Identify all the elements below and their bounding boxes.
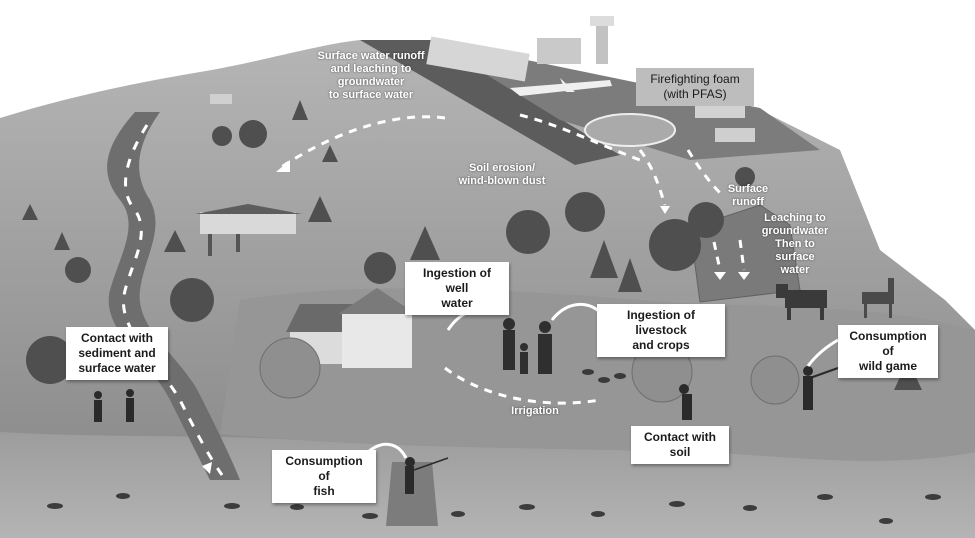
label-line: and crops bbox=[604, 338, 718, 353]
label-line: Then to bbox=[756, 238, 834, 251]
label-contact-sediment: Contact with sediment and surface water bbox=[66, 327, 168, 380]
terminal-building bbox=[537, 38, 581, 64]
label-line: surface bbox=[756, 251, 834, 264]
tower-cab bbox=[590, 16, 614, 26]
foam-pad bbox=[585, 114, 675, 146]
label-line: Soil erosion/ bbox=[452, 162, 552, 175]
label-line: groundwater bbox=[756, 225, 834, 238]
label-line: fish bbox=[279, 484, 369, 499]
label-line: runoff bbox=[718, 196, 778, 209]
label-line: Irrigation bbox=[500, 405, 570, 418]
label-soil-erosion: Soil erosion/ wind-blown dust bbox=[452, 162, 552, 188]
label-surface-water-runoff: Surface water runoff and leaching to gro… bbox=[316, 50, 426, 102]
label-line: surface water bbox=[73, 361, 161, 376]
label-ingestion-livestock: Ingestion of livestock and crops bbox=[597, 304, 725, 357]
label-line: water bbox=[412, 296, 502, 311]
label-line: Consumption of bbox=[279, 454, 369, 484]
label-line: groundwater bbox=[316, 76, 426, 89]
label-line: sediment and bbox=[73, 346, 161, 361]
label-consumption-fish: Consumption of fish bbox=[272, 450, 376, 503]
label-surface-runoff: Surface runoff bbox=[718, 183, 778, 209]
label-line: Surface water runoff bbox=[316, 50, 426, 63]
label-line: wind-blown dust bbox=[452, 175, 552, 188]
label-line: Ingestion of well bbox=[412, 266, 502, 296]
small-cabin bbox=[210, 94, 232, 104]
label-firefighting-foam: Firefighting foam (with PFAS) bbox=[636, 68, 754, 106]
label-line: Contact with soil bbox=[638, 430, 722, 460]
label-line: Contact with bbox=[73, 331, 161, 346]
label-line: Ingestion of livestock bbox=[604, 308, 718, 338]
label-ingestion-well-water: Ingestion of well water bbox=[405, 262, 509, 315]
fire-truck bbox=[715, 128, 755, 142]
label-line: (with PFAS) bbox=[644, 87, 746, 102]
label-consumption-wild-game: Consumption of wild game bbox=[838, 325, 938, 378]
label-contact-soil: Contact with soil bbox=[631, 426, 729, 464]
label-line: Leaching to bbox=[756, 212, 834, 225]
label-line: Firefighting foam bbox=[644, 72, 746, 87]
label-line: and leaching to bbox=[316, 63, 426, 76]
label-irrigation: Irrigation bbox=[500, 405, 570, 418]
label-line: to surface water bbox=[316, 89, 426, 102]
label-leaching-groundwater: Leaching to groundwater Then to surface … bbox=[756, 212, 834, 277]
control-tower bbox=[596, 24, 608, 64]
label-line: Consumption of bbox=[845, 329, 931, 359]
label-line: Surface bbox=[718, 183, 778, 196]
label-line: wild game bbox=[845, 359, 931, 374]
label-line: water bbox=[756, 264, 834, 277]
